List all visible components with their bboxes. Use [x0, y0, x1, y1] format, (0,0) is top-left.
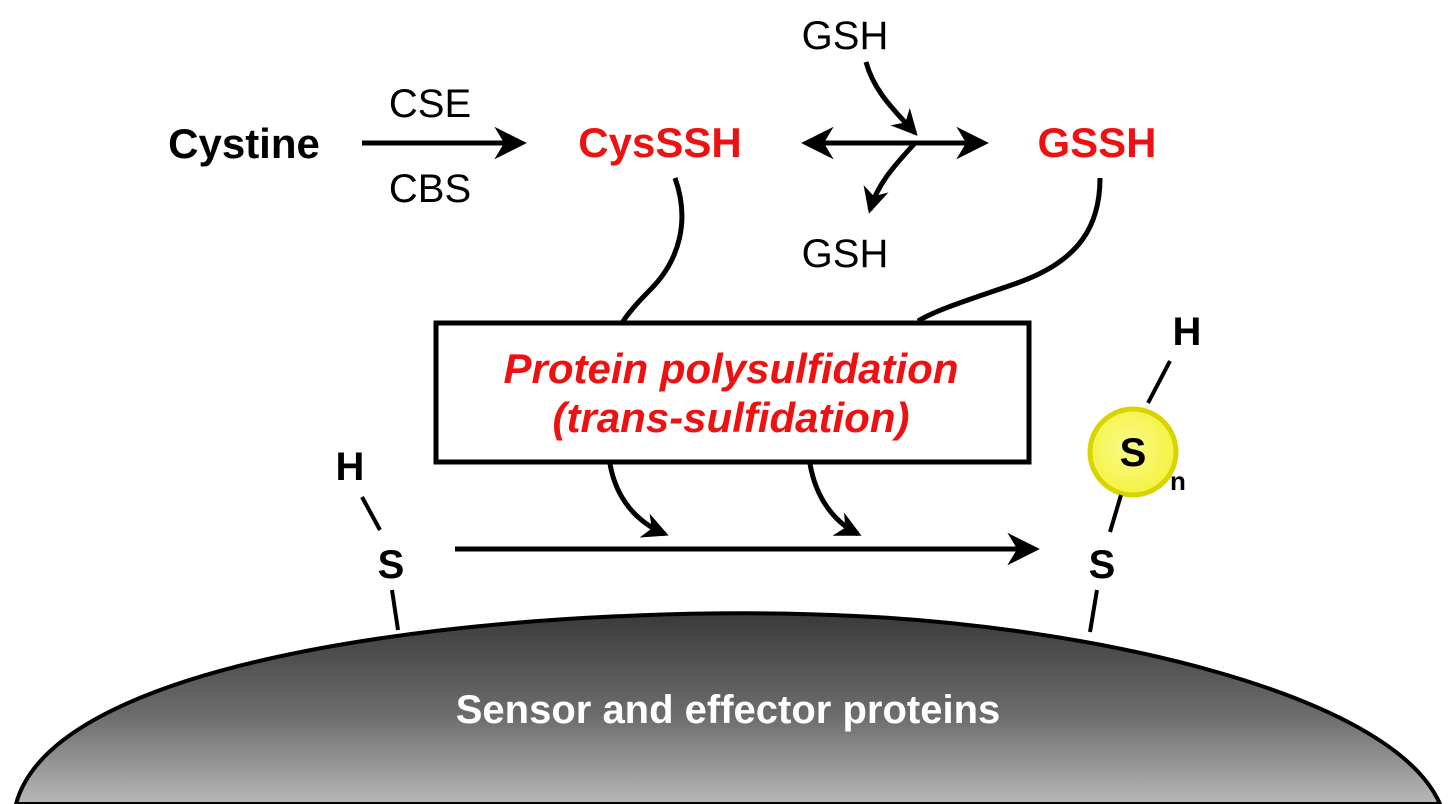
gsh-output-arrow — [863, 141, 917, 214]
protein-label: Sensor and effector proteins — [456, 688, 1001, 732]
sulfur-chain-subscript: n — [1170, 466, 1186, 496]
cysssh-connector — [619, 177, 685, 325]
right-sn-s-bond — [1108, 494, 1123, 533]
transsulfidation-subtitle: (trans-sulfidation) — [553, 394, 910, 441]
right-hydrogen-label: H — [1173, 310, 1202, 354]
sulfur-chain-ball — [1087, 406, 1179, 498]
right-protein-bond — [1088, 589, 1099, 633]
cbs-enzyme-label: CBS — [389, 167, 471, 211]
left-protein-bond — [390, 589, 400, 631]
gsh-input-arrow — [863, 61, 918, 136]
box-output-arrow-left — [607, 463, 669, 538]
gsh-top-label: GSH — [802, 14, 889, 58]
left-sulfur-label: S — [378, 543, 405, 587]
box-output-arrow-right — [807, 463, 862, 537]
polysulfidation-title: Protein polysulfidation — [503, 345, 958, 392]
right-sulfur-label: S — [1089, 543, 1116, 587]
gssh-label: GSSH — [1037, 119, 1156, 166]
cysssh-label: CysSSH — [578, 119, 741, 166]
right-h-sn-bond — [1146, 360, 1172, 404]
left-hydrogen-label: H — [336, 445, 365, 489]
gssh-connector — [916, 177, 1103, 324]
sulfur-chain-label: S — [1120, 431, 1147, 475]
protein-body — [13, 611, 1443, 804]
cse-enzyme-label: CSE — [389, 82, 471, 126]
cystine-label: Cystine — [168, 120, 320, 167]
left-h-s-bond — [360, 496, 382, 531]
gsh-bottom-label: GSH — [802, 232, 889, 276]
polysulfidation-box — [433, 320, 1032, 465]
